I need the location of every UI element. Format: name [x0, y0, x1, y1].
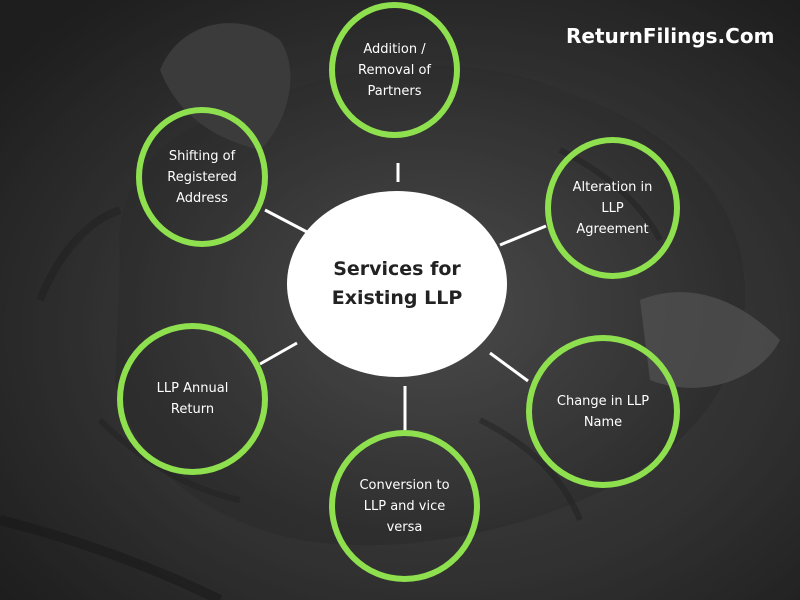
node-label: Alteration in LLP Agreement: [572, 179, 653, 237]
brand-logo-text: ReturnFilings.Com: [566, 24, 775, 48]
connector-line: [499, 224, 547, 247]
node-conversion-to-llp: Conversion to LLP and vice versa: [329, 430, 480, 582]
node-llp-annual-return: LLP Annual Return: [117, 323, 268, 475]
connector-line: [489, 351, 529, 383]
center-hub: Services for Existing LLP: [287, 191, 507, 377]
node-label: Shifting of Registered Address: [167, 148, 237, 206]
node-addition-removal-partners: Addition / Removal of Partners: [329, 2, 460, 138]
node-label: Addition / Removal of Partners: [358, 41, 431, 99]
node-shifting-registered-address: Shifting of Registered Address: [136, 107, 268, 247]
connector-line: [259, 341, 298, 366]
connector-line: [264, 208, 308, 234]
node-label: Change in LLP Name: [556, 393, 650, 430]
node-change-llp-name: Change in LLP Name: [526, 335, 680, 488]
node-label: LLP Annual Return: [156, 381, 229, 417]
node-label: Conversion to LLP and vice versa: [359, 477, 450, 535]
node-alteration-llp-agreement: Alteration in LLP Agreement: [545, 137, 680, 279]
center-title: Services for Existing LLP: [331, 258, 463, 309]
